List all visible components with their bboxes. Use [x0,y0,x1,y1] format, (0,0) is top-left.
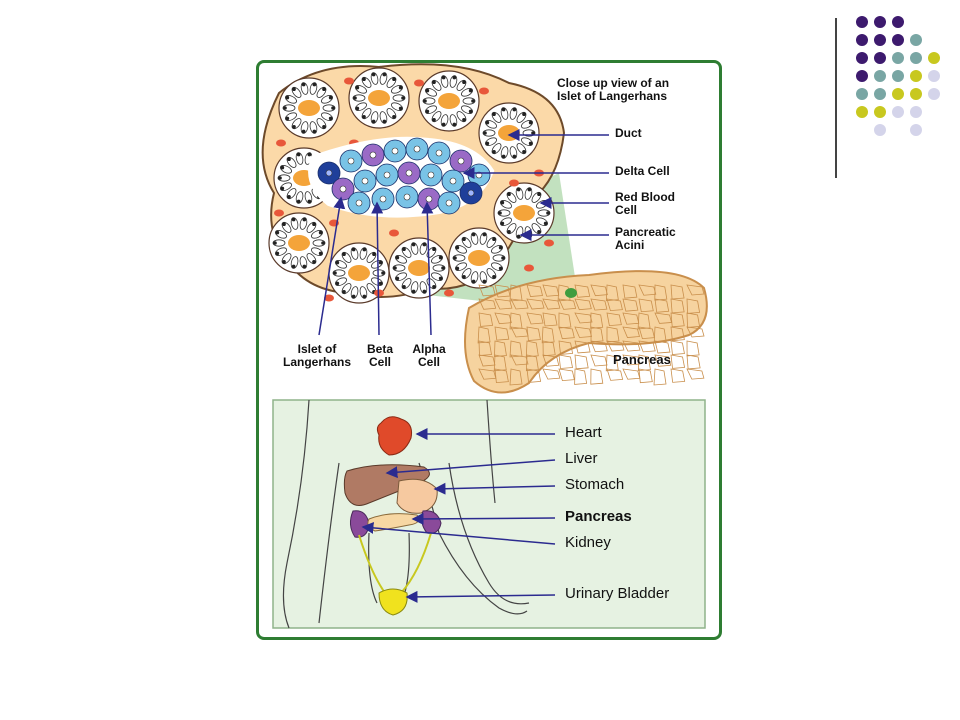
acinus [418,70,480,132]
decorative-dot [892,70,904,82]
decorative-dot [856,88,868,100]
red-blood-cell-shape [414,79,424,87]
label-pancreatic-acini: Pancreatic Acini [615,225,676,253]
islet-tissue [261,63,566,304]
decorative-dot [928,70,940,82]
decorative-dot [856,34,868,46]
pancreas-figure: Close up view of an Islet of Langerhans … [256,60,722,640]
red-blood-cell-shape [389,229,399,237]
decorative-dot [892,34,904,46]
decorative-dot [874,106,886,118]
decorative-dot [910,106,922,118]
label-alpha-cell: Alpha Cell [407,342,451,370]
body-leader-lines [361,428,556,603]
label-urinary-bladder: Urinary Bladder [565,585,670,602]
decorative-dot [874,88,886,100]
decorative-dot [892,16,904,28]
red-blood-cell-shape [344,77,354,85]
beta-line1: Beta [366,342,393,356]
anatomy-diagram [261,63,708,629]
acini-line1: Pancreatic [615,225,676,239]
acinus [328,242,390,304]
alpha-line1: Alpha [412,342,446,356]
decorative-dot [856,52,868,64]
decorative-dot [892,88,904,100]
stomach-organ [396,478,438,514]
acinus [348,67,410,129]
red-blood-cell-shape [276,139,286,147]
body-panel [272,399,706,629]
red-blood-line1: Red Blood [615,190,675,204]
red-blood-cell-shape [324,294,334,302]
decorative-dot [910,70,922,82]
acinus [493,182,555,244]
decorative-dot [874,124,886,136]
red-blood-cell-shape [479,87,489,95]
acinus [388,237,450,299]
decorative-dot [892,106,904,118]
decorative-dot [928,88,940,100]
body-outline [282,399,530,629]
red-blood-cell-shape [274,209,284,217]
decorative-dot [910,124,922,136]
label-islet-langerhans: Islet of Langerhans [267,342,367,370]
decorative-dot [910,88,922,100]
acinus [278,77,340,139]
acinus [478,102,540,164]
decorative-dot [928,52,940,64]
label-duct: Duct [615,126,642,140]
decorative-dot [910,52,922,64]
label-pancreas-organ: Pancreas [613,352,671,367]
label-beta-cell: Beta Cell [361,342,399,370]
decorative-dot [910,34,922,46]
liver-organ [343,464,430,506]
islet-label-line1: Islet of [297,342,337,356]
decorative-dot [874,34,886,46]
label-liver: Liver [565,450,598,467]
red-blood-line2: Cell [615,203,638,218]
islet-title-line2: Islet of Langerhans [557,89,668,104]
acinus [448,227,510,289]
red-blood-cell-shape [524,264,534,272]
heart-organ [376,416,412,456]
red-blood-cell-shape [509,179,519,187]
acinus [268,212,330,274]
label-stomach: Stomach [565,476,625,493]
decorative-dot [856,70,868,82]
decorative-vertical-line [835,18,837,178]
decorative-dot [874,16,886,28]
label-delta-cell: Delta Cell [615,164,670,178]
islet-title-line1: Close up view of an [557,76,670,90]
alpha-line2: Cell [417,355,440,370]
label-heart: Heart [565,424,602,441]
decorative-dot-grid [856,16,940,136]
islet-leader-lines [318,129,609,336]
decorative-dot [856,106,868,118]
islet-label-line2: Langerhans [282,355,351,370]
acini-line2: Acini [615,238,645,253]
decorative-dot [856,16,868,28]
decorative-dot [874,52,886,64]
islet-title: Close up view of an Islet of Langerhans [557,76,670,104]
urinary-bladder-organ [378,588,408,616]
beta-line2: Cell [368,355,391,370]
label-pancreas-body: Pancreas [565,508,632,525]
red-blood-cell-shape [444,289,454,297]
label-red-blood-cell: Red Blood Cell [615,190,675,218]
decorative-dot [874,70,886,82]
pancreas-organ [464,270,708,394]
label-kidney: Kidney [565,534,611,551]
red-blood-cell-shape [544,239,554,247]
decorative-dot [892,52,904,64]
